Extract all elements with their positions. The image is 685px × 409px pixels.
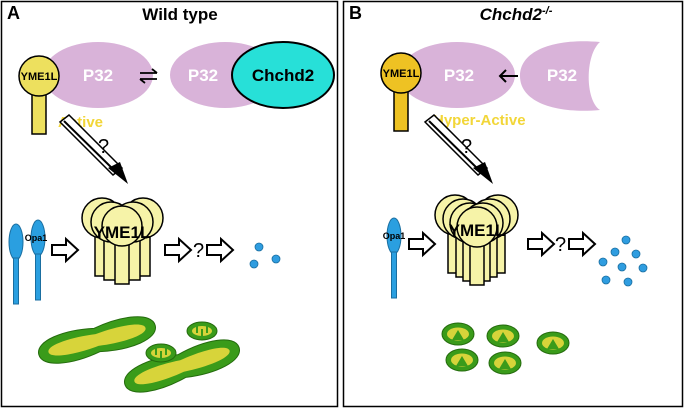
p32-label-b: P32	[444, 66, 474, 85]
opa1-label-b: Opa1	[383, 231, 406, 241]
panel-b-title: Chchd2-/-	[480, 5, 553, 24]
chchd2-label: Chchd2	[252, 66, 314, 85]
panel-a-title: Wild type	[142, 5, 217, 24]
p32-shape-b	[399, 42, 515, 108]
chchd2-shape	[231, 41, 335, 109]
complex-label-b: YME1L	[449, 221, 506, 240]
p32-label-a: P32	[83, 66, 113, 85]
panel-b-letter: B	[349, 3, 362, 23]
p32-free-shape	[520, 41, 600, 111]
p32-shape-a	[43, 42, 153, 108]
p32-free-label: P32	[547, 66, 577, 85]
yme1l-complex-b	[434, 194, 519, 286]
panel-b: B Chchd2-/- P32 YME1L P32 Hyper-Active ?	[342, 0, 684, 408]
panel-a: A Wild type P32 YME1L P32 Chchd2 Active …	[0, 0, 339, 408]
opa1-label-a: Opa1	[25, 233, 48, 243]
panel-a-letter: A	[7, 3, 20, 23]
activity-arrow-b	[423, 114, 493, 184]
yme1l-label-a: YME1L	[21, 71, 58, 83]
left-arrow-icon	[498, 69, 518, 83]
state-label-b: Hyper-Active	[433, 112, 526, 129]
question-top-b: ?	[461, 136, 472, 158]
activity-arrow-a	[58, 114, 128, 184]
fragments-a	[249, 242, 281, 269]
yme1l-label-b: YME1L	[383, 68, 420, 80]
question-top-a: ?	[98, 136, 109, 158]
question-mid-b: ?	[555, 234, 566, 256]
complex-label-a: YME1L	[94, 223, 151, 242]
equilibrium-arrows-icon	[139, 68, 158, 84]
panel-b-title-gene: Chchd2	[480, 5, 543, 24]
p32-complex-label-a: P32	[188, 66, 218, 85]
panel-b-title-sup: -/-	[542, 5, 553, 17]
question-mid-a: ?	[193, 240, 204, 262]
fragments-b	[598, 235, 648, 287]
